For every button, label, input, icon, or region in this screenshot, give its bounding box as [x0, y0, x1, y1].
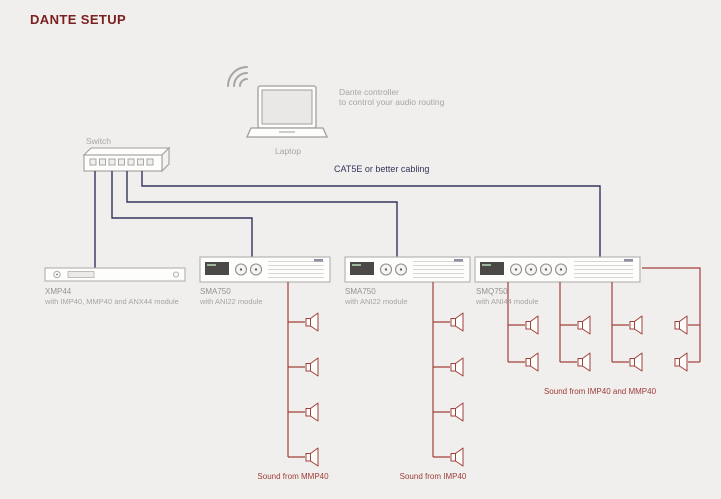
speaker-icon	[577, 315, 591, 335]
laptop-label: Laptop	[275, 146, 301, 156]
speaker-group1-icons	[305, 312, 319, 467]
device-xmp44-graphic	[44, 267, 186, 282]
speaker-icon	[305, 447, 319, 467]
speaker-group3-icons	[525, 315, 688, 372]
sound-label-imp40: Sound from IMP40	[399, 472, 467, 481]
device-sma750-1-graphic	[199, 256, 331, 283]
speaker-icon	[450, 447, 464, 467]
device-label-sma750-1: SMA750 with ANI22 module	[200, 287, 263, 306]
speaker-icon	[629, 315, 643, 335]
speaker-icon	[525, 315, 539, 335]
sound-label-imp40-mmp40: Sound from IMP40 and MMP40	[543, 387, 657, 396]
switch-label: Switch	[86, 136, 112, 146]
speaker-icon	[305, 312, 319, 332]
speaker-icon	[450, 357, 464, 377]
speaker-icon	[525, 352, 539, 372]
laptop-graphic	[245, 85, 329, 138]
speaker-cabling-group1	[287, 282, 305, 458]
speaker-icon	[450, 312, 464, 332]
speaker-icon	[674, 352, 688, 372]
controller-note: Dante controller to control your audio r…	[339, 87, 444, 107]
device-name: SMA750	[345, 287, 376, 296]
device-label-sma750-2: SMA750 with ANI22 module	[345, 287, 408, 306]
device-label-xmp44: XMP44 with IMP40, MMP40 and ANX44 module	[45, 287, 179, 306]
page-title: DANTE SETUP	[30, 12, 127, 27]
device-module: with ANI44 module	[476, 296, 539, 306]
controller-note-line1: Dante controller	[339, 87, 400, 97]
device-module: with ANI22 module	[345, 296, 408, 306]
speaker-icon	[450, 402, 464, 422]
cat5e-cables	[94, 171, 601, 268]
device-name: XMP44	[45, 287, 72, 296]
device-module: with IMP40, MMP40 and ANX44 module	[45, 296, 179, 306]
device-name: SMA750	[200, 287, 231, 296]
wifi-icon	[227, 66, 248, 87]
speaker-icon	[674, 315, 688, 335]
device-sma750-2-graphic	[344, 256, 471, 283]
controller-note-line2: to control your audio routing	[339, 97, 445, 107]
cabling-label: CAT5E or better cabling	[334, 164, 430, 174]
speaker-icon	[305, 357, 319, 377]
device-module: with ANI22 module	[200, 296, 263, 306]
device-label-smq750: SMQ750 with ANI44 module	[476, 287, 539, 306]
speaker-icon	[305, 402, 319, 422]
switch-graphic	[82, 146, 171, 173]
sound-label-mmp40: Sound from MMP40	[257, 472, 329, 481]
speaker-icon	[629, 352, 643, 372]
speaker-icon	[577, 352, 591, 372]
speaker-cabling-group3	[507, 267, 701, 363]
speaker-cabling-group2	[432, 282, 450, 458]
speaker-group2-icons	[450, 312, 464, 467]
device-smq750-graphic	[474, 256, 641, 283]
device-name: SMQ750	[476, 287, 508, 296]
